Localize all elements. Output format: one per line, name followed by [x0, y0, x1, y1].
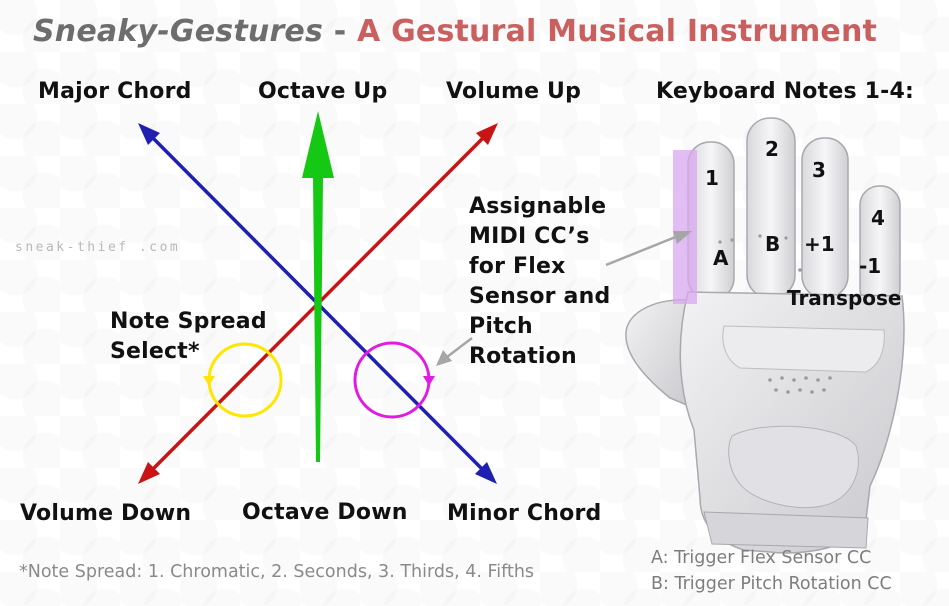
legend-item-b: B: Trigger Pitch Rotation CC	[651, 574, 892, 594]
marker-a: A	[713, 246, 729, 270]
pointer-to-flex-sensor	[605, 234, 679, 267]
green-axis	[302, 111, 334, 462]
transpose-down: -1	[859, 254, 882, 278]
title-brand: Sneaky-Gestures	[33, 14, 324, 49]
label-volume-down: Volume Down	[20, 501, 192, 526]
pointer-to-midi-circle-head	[436, 350, 452, 366]
gesture-axes	[138, 111, 498, 484]
title-subtitle: A Gestural Musical Instrument	[357, 14, 878, 49]
finger-note-4: 4	[871, 206, 885, 230]
pointer-to-flex-sensor-head	[673, 231, 692, 244]
marker-b: B	[765, 232, 781, 256]
legend: A: Trigger Flex Sensor CC B: Trigger Pit…	[651, 545, 892, 597]
midi-rotation-arrowhead	[423, 376, 435, 386]
blue-arrowhead-major	[138, 123, 160, 145]
label-keyboard-notes: Keyboard Notes 1-4:	[656, 79, 914, 104]
finger-note-1: 1	[705, 166, 719, 190]
label-minor-chord: Minor Chord	[447, 501, 602, 526]
blue-arrowhead-minor	[475, 462, 497, 484]
label-volume-up: Volume Up	[446, 79, 582, 104]
label-note-spread-select: Note Spread Select*	[110, 309, 267, 364]
glove-wrist-pad	[728, 425, 859, 509]
finger-note-3: 3	[812, 158, 826, 182]
legend-item-a: A: Trigger Flex Sensor CC	[651, 548, 872, 568]
label-octave-up: Octave Up	[258, 79, 388, 104]
finger-note-2: 2	[765, 137, 779, 161]
transpose-up: +1	[804, 232, 835, 256]
page-title: Sneaky-Gestures - A Gestural Musical Ins…	[33, 14, 877, 49]
watermark: sneak-thief .com	[15, 240, 181, 255]
transpose-label: Transpose	[787, 286, 902, 310]
flex-sensor-highlight	[673, 150, 697, 304]
note-spread-arrowhead	[203, 376, 215, 386]
label-octave-down: Octave Down	[242, 500, 408, 525]
red-arrowhead-volume-down	[138, 462, 160, 484]
label-major-chord: Major Chord	[38, 79, 192, 104]
glove-vent-holes	[718, 234, 832, 394]
glove-thumb	[625, 299, 695, 410]
glove-wrist-strap	[703, 511, 869, 549]
glove-illustration	[625, 117, 905, 554]
callout-pointers	[436, 231, 692, 366]
red-arrowhead-volume-up	[476, 123, 498, 145]
footnote-note-spread: *Note Spread: 1. Chromatic, 2. Seconds, …	[19, 562, 535, 582]
glove-palm-pad	[722, 325, 885, 373]
label-assignable-midi: Assignable MIDI CC’s for Flex Sensor and…	[469, 194, 611, 369]
rotation-indicators	[203, 341, 435, 419]
pointer-to-midi-circle	[446, 337, 473, 358]
title-separator: -	[333, 14, 347, 49]
